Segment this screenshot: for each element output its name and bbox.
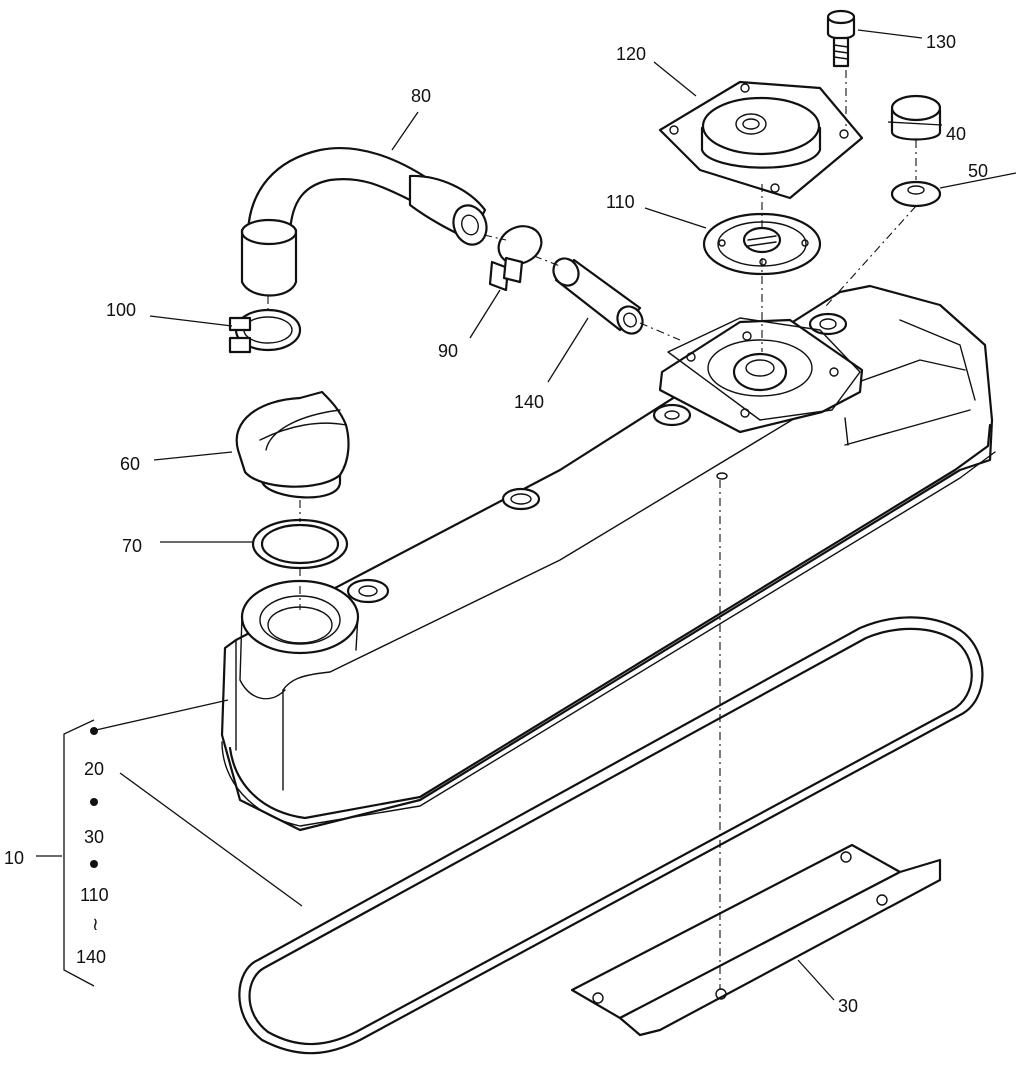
- callout-50: 50: [968, 161, 988, 181]
- hose-clamp-upper: [488, 225, 543, 292]
- callout-30: 30: [838, 996, 858, 1016]
- bracket-dot-1: [90, 727, 98, 735]
- callout-130: 130: [926, 32, 956, 52]
- pipe-fitting: [552, 257, 644, 335]
- breather-diaphragm: [702, 212, 822, 276]
- bracket-dot-2: [90, 798, 98, 806]
- callout-120: 120: [616, 44, 646, 64]
- callout-100: 100: [106, 300, 136, 320]
- callout-30-bracket: 30: [84, 827, 104, 847]
- callout-140-bracket: 140: [76, 947, 106, 967]
- breather-hose: [240, 146, 488, 297]
- callout-80: 80: [411, 86, 431, 106]
- baffle-plate: [570, 843, 942, 1037]
- callout-90: 90: [438, 341, 458, 361]
- plug-washer: [890, 180, 942, 208]
- range-symbol: ≀: [92, 914, 99, 934]
- callout-70: 70: [122, 536, 142, 556]
- oil-filler-cap: [235, 390, 350, 499]
- cover-screw: [826, 9, 856, 68]
- bracket-dot-3: [90, 860, 98, 868]
- filler-o-ring: [251, 518, 349, 570]
- assembly-axis-lines: [267, 70, 917, 990]
- hose-clamp-lower: [228, 308, 302, 354]
- callout-140: 140: [514, 392, 544, 412]
- plug-cap: [890, 94, 942, 141]
- callout-60: 60: [120, 454, 140, 474]
- callout-110-bracket: 110: [80, 885, 109, 905]
- callout-20: 20: [84, 759, 104, 779]
- callout-40: 40: [946, 124, 966, 144]
- cover-gasket: [238, 616, 984, 1055]
- breather-cover: [658, 80, 864, 200]
- leader-lines: [36, 29, 1017, 1001]
- callout-10: 10: [4, 848, 24, 868]
- callout-110: 110: [606, 192, 635, 212]
